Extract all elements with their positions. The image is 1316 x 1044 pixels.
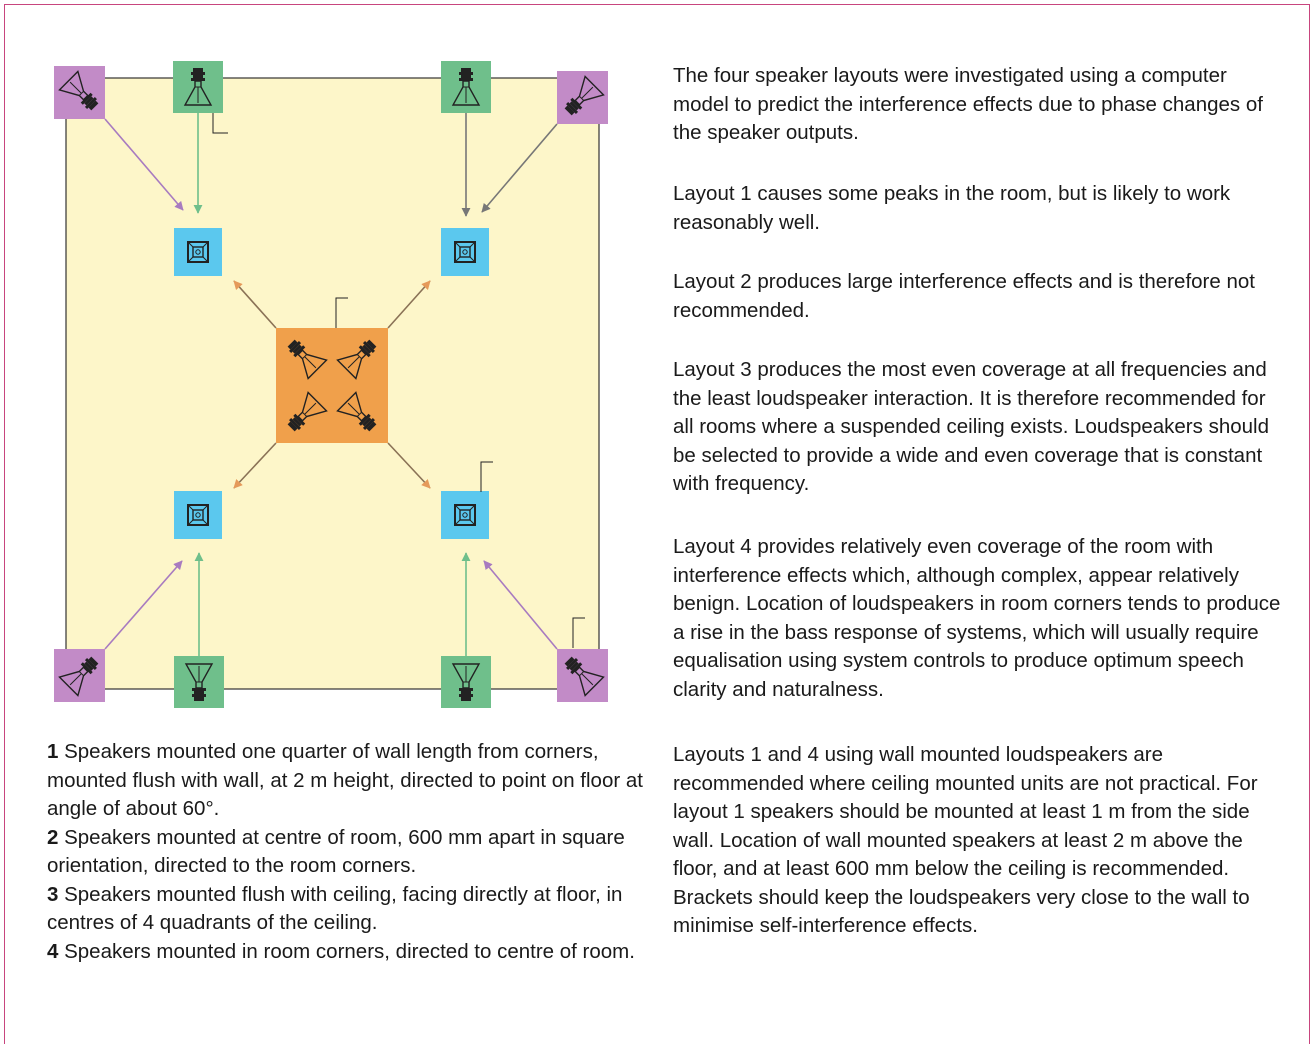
layout-2-paragraph: Layout 2 produces large interference eff… <box>673 270 1255 322</box>
legend-text: Speakers mounted at centre of room, 600 … <box>47 825 625 878</box>
legend-item-1: 1 Speakers mounted one quarter of wall l… <box>47 738 647 824</box>
legend-text: Speakers mounted flush with ceiling, fac… <box>47 882 623 935</box>
legend-number: 1 <box>47 740 59 763</box>
layout-2-arrow <box>233 442 277 489</box>
legend-number: 3 <box>47 882 59 906</box>
legend-item-3: 3 Speakers mounted flush with ceiling, f… <box>47 881 647 938</box>
label-leader <box>480 461 493 492</box>
layout-2-arrow <box>233 280 277 329</box>
layout-4-paragraph: Layout 4 provides relatively even covera… <box>673 535 1281 701</box>
layout-4-arrow <box>104 560 183 650</box>
speaker-layout-diagram <box>54 61 608 708</box>
legend-text: Speakers mounted one quarter of wall len… <box>47 740 643 820</box>
label-leader <box>335 297 348 328</box>
layout-1-group <box>173 61 491 708</box>
layout-3-paragraph: Layout 3 produces the most even coverage… <box>673 358 1269 495</box>
legend-item-4: 4 Speakers mounted in room corners, dire… <box>47 938 647 967</box>
layout-2-arrow <box>387 442 431 489</box>
layout-4-speaker-top-left <box>54 66 105 119</box>
label-leader <box>212 113 228 134</box>
layout-4-arrow <box>104 118 184 211</box>
intro-paragraph: The four speaker layouts were investigat… <box>673 64 1263 144</box>
layout-4-arrow <box>483 560 558 650</box>
legend-number: 2 <box>47 825 59 849</box>
layout-2-arrow <box>387 280 431 329</box>
wall-mounting-paragraph: Layouts 1 and 4 using wall mounted louds… <box>673 743 1258 937</box>
layout-legend: 1 Speakers mounted one quarter of wall l… <box>47 738 647 966</box>
layout-4-arrow <box>481 123 558 213</box>
layout-1-paragraph: Layout 1 causes some peaks in the room, … <box>673 182 1231 234</box>
layout-3-group <box>174 228 493 539</box>
page-frame <box>4 4 1310 1044</box>
legend-item-2: 2 Speakers mounted at centre of room, 60… <box>47 824 647 881</box>
layout-2-group <box>233 280 431 489</box>
label-leader <box>572 617 585 648</box>
legend-number: 4 <box>47 939 59 963</box>
legend-text: Speakers mounted in room corners, direct… <box>58 939 635 963</box>
layout-4-group <box>54 66 608 702</box>
